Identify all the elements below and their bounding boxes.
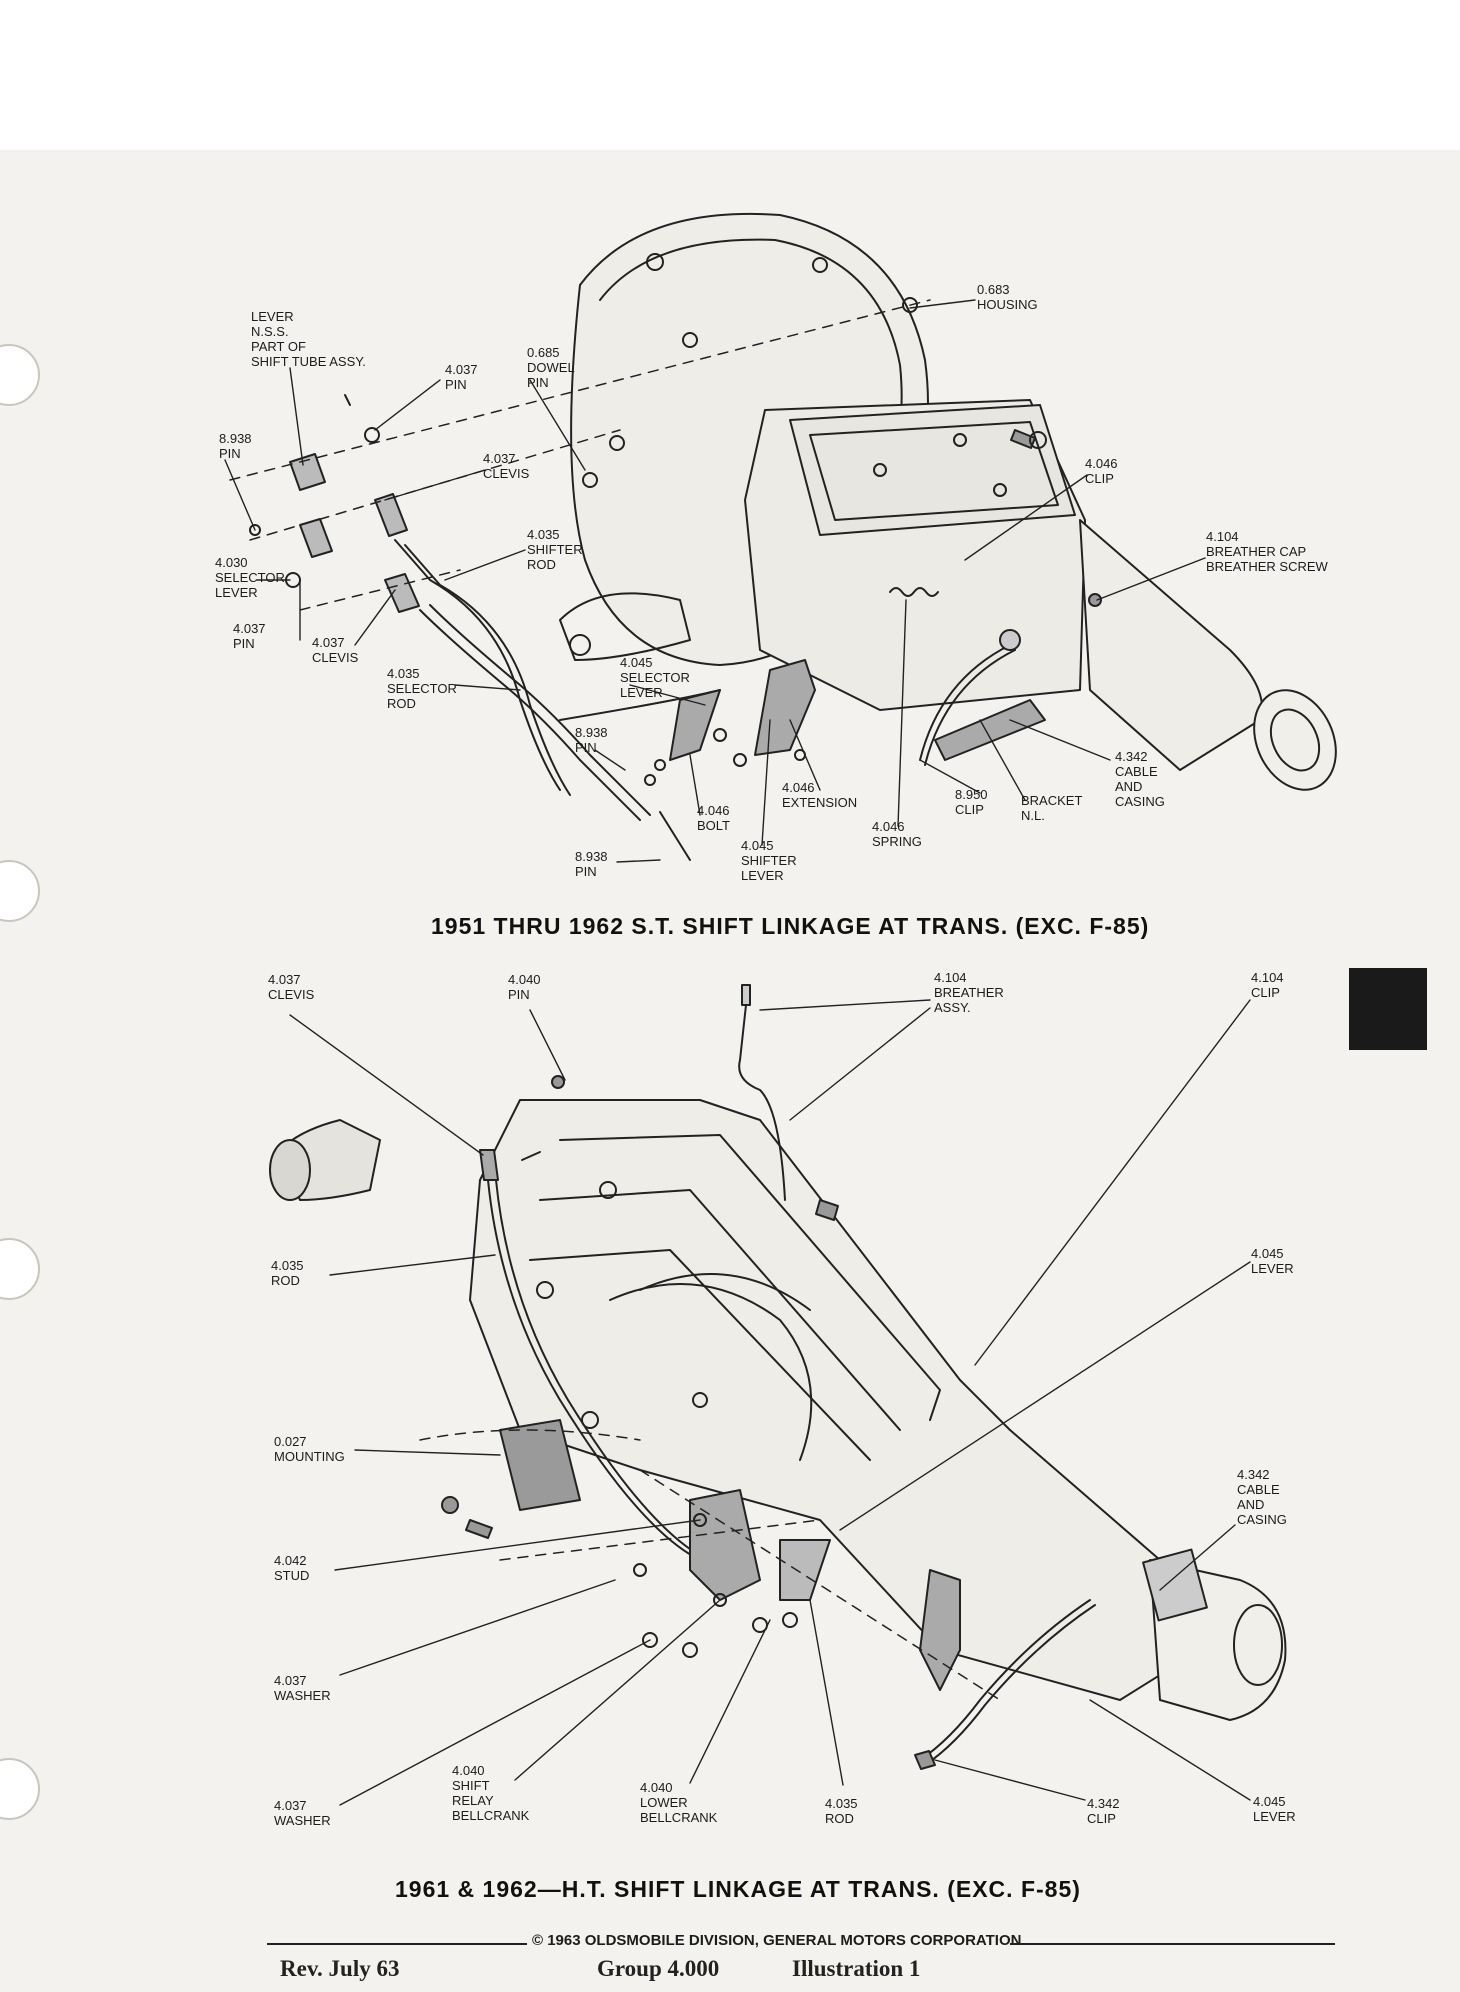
page-top-margin — [0, 0, 1460, 150]
footer-rule-left — [267, 1943, 527, 1945]
footer-rule-right — [1010, 1943, 1335, 1945]
st-leader-lines — [224, 299, 1206, 863]
ht-leader-lines — [289, 999, 1251, 1806]
ht-diagram-caption: 1961 & 1962—H.T. SHIFT LINKAGE AT TRANS.… — [395, 1876, 1081, 1902]
revision-date: Rev. July 63 — [280, 1956, 400, 1981]
group-number: Group 4.000 — [597, 1956, 720, 1981]
ht-transmission-drawing — [269, 984, 1287, 1770]
st-diagram-caption: 1951 THRU 1962 S.T. SHIFT LINKAGE AT TRA… — [431, 913, 1150, 939]
section-index-tab — [1349, 968, 1427, 1050]
illustration-number: Illustration 1 — [792, 1956, 921, 1981]
copyright-notice: © 1963 OLDSMOBILE DIVISION, GENERAL MOTO… — [532, 1932, 1022, 1949]
st-transmission-drawing — [229, 212, 1337, 861]
